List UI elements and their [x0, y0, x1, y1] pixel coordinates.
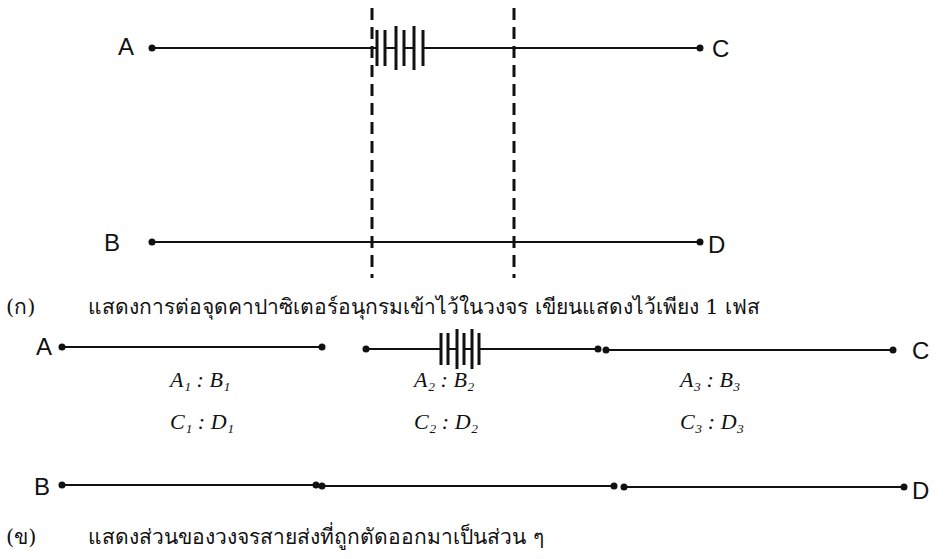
figure-tag: (ก): [6, 296, 35, 319]
terminal-dot: [149, 45, 704, 246]
terminal-letter: A: [36, 334, 52, 360]
terminal-letter: B: [104, 230, 120, 256]
dashed-boundary: [372, 8, 514, 278]
figure-caption: แสดงส่วนของวงจรสายส่งที่ถูกตัดออกมาเป็นส…: [88, 526, 544, 549]
terminal-letter: B: [34, 474, 50, 500]
line-segments: [62, 347, 904, 487]
line-b-d: [152, 241, 700, 243]
section-label: A₃ : B₃: [680, 368, 741, 392]
capacitor-symbol: [441, 329, 479, 369]
section-label: C₁ : D₁: [170, 410, 234, 434]
terminal-letter: C: [912, 338, 929, 364]
line-a-c: [152, 47, 700, 49]
terminal-letter: C: [712, 36, 729, 62]
capacitor-symbol: [377, 26, 423, 70]
figure-tag: (ข): [6, 526, 36, 549]
section-label: A₂ : B₂: [414, 368, 475, 392]
figure-caption: แสดงการต่อจุดคาปาซิเตอร์อนุกรมเข้าไว้ในว…: [88, 296, 760, 319]
terminal-letter: D: [912, 478, 929, 504]
section-label: C₂ : D₂: [414, 410, 478, 434]
terminal-letter: D: [708, 232, 725, 258]
section-label: C₃ : D₃: [680, 410, 744, 434]
terminal-dot: [59, 344, 908, 491]
terminal-letter: A: [118, 34, 134, 60]
section-label: A₁ : B₁: [170, 368, 231, 392]
